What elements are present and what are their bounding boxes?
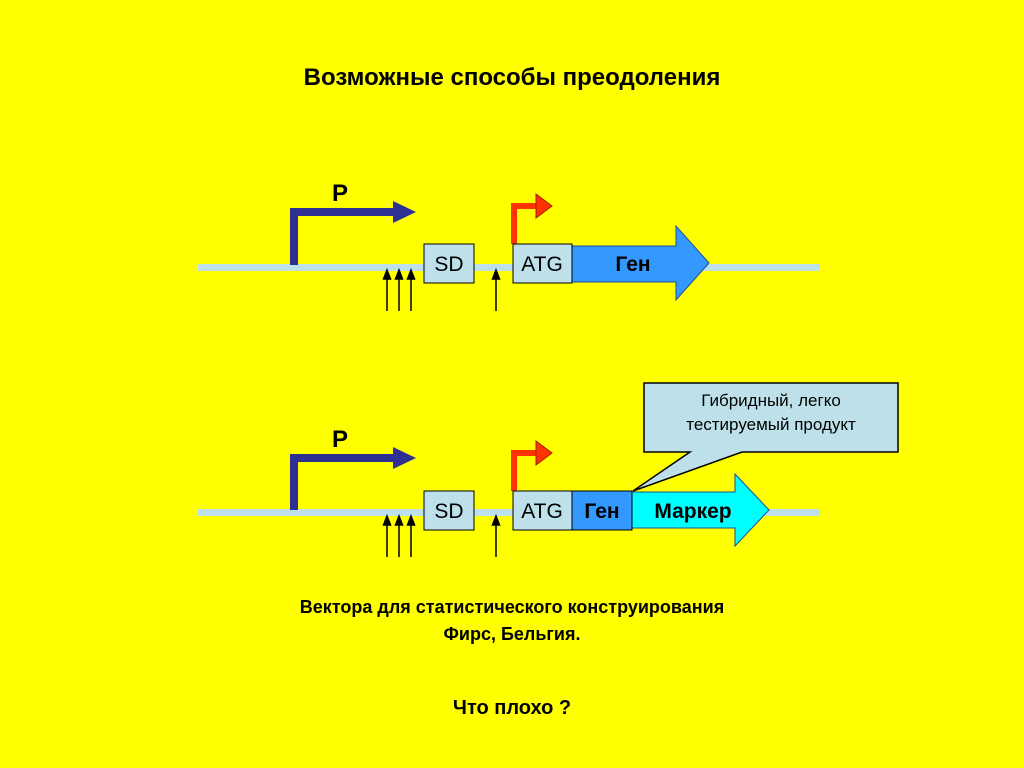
callout-bubble [632,382,899,492]
atg-label: ATG [521,500,563,523]
atg-box [512,243,573,284]
sd-label: SD [434,500,463,523]
insertion-arrows [382,513,501,557]
promoter-label: P [332,426,348,453]
sd-box [423,490,475,531]
question-text: Что плохо ? [452,697,572,719]
dna-line [198,264,820,271]
dna-line [198,509,820,516]
promoter-arrow [290,447,416,510]
atg-box [512,490,573,531]
caption-line-2: Фирс, Бельгия. [443,624,581,644]
atg-label: ATG [521,253,563,276]
gene-label: Ген [615,253,650,276]
transcription-start-arrow [511,440,553,491]
insertion-arrows [382,267,501,311]
construct-row-2: P SD Маркер Ген ATG [198,426,820,557]
gene-arrow [570,224,710,302]
promoter-arrow [290,201,416,265]
caption: Вектора для статистического конструирова… [0,594,1024,648]
callout-line-2: тестируемый продукт [686,415,856,434]
marker-label: Маркер [654,500,731,523]
construct-row-1: P SD Ген ATG [198,180,820,311]
transcription-start-arrow [511,193,553,244]
caption-line-1: Вектора для статистического конструирова… [299,597,725,617]
sd-box [423,243,475,284]
gene-label: Ген [584,500,619,523]
marker-arrow [631,472,770,548]
sd-label: SD [434,253,463,276]
callout-line-1: Гибридный, легко [701,391,841,410]
promoter-label: P [332,180,348,207]
page-title: Возможные способы преодоления [303,64,721,91]
callout-text: Гибридный, легко тестируемый продукт [645,389,897,437]
